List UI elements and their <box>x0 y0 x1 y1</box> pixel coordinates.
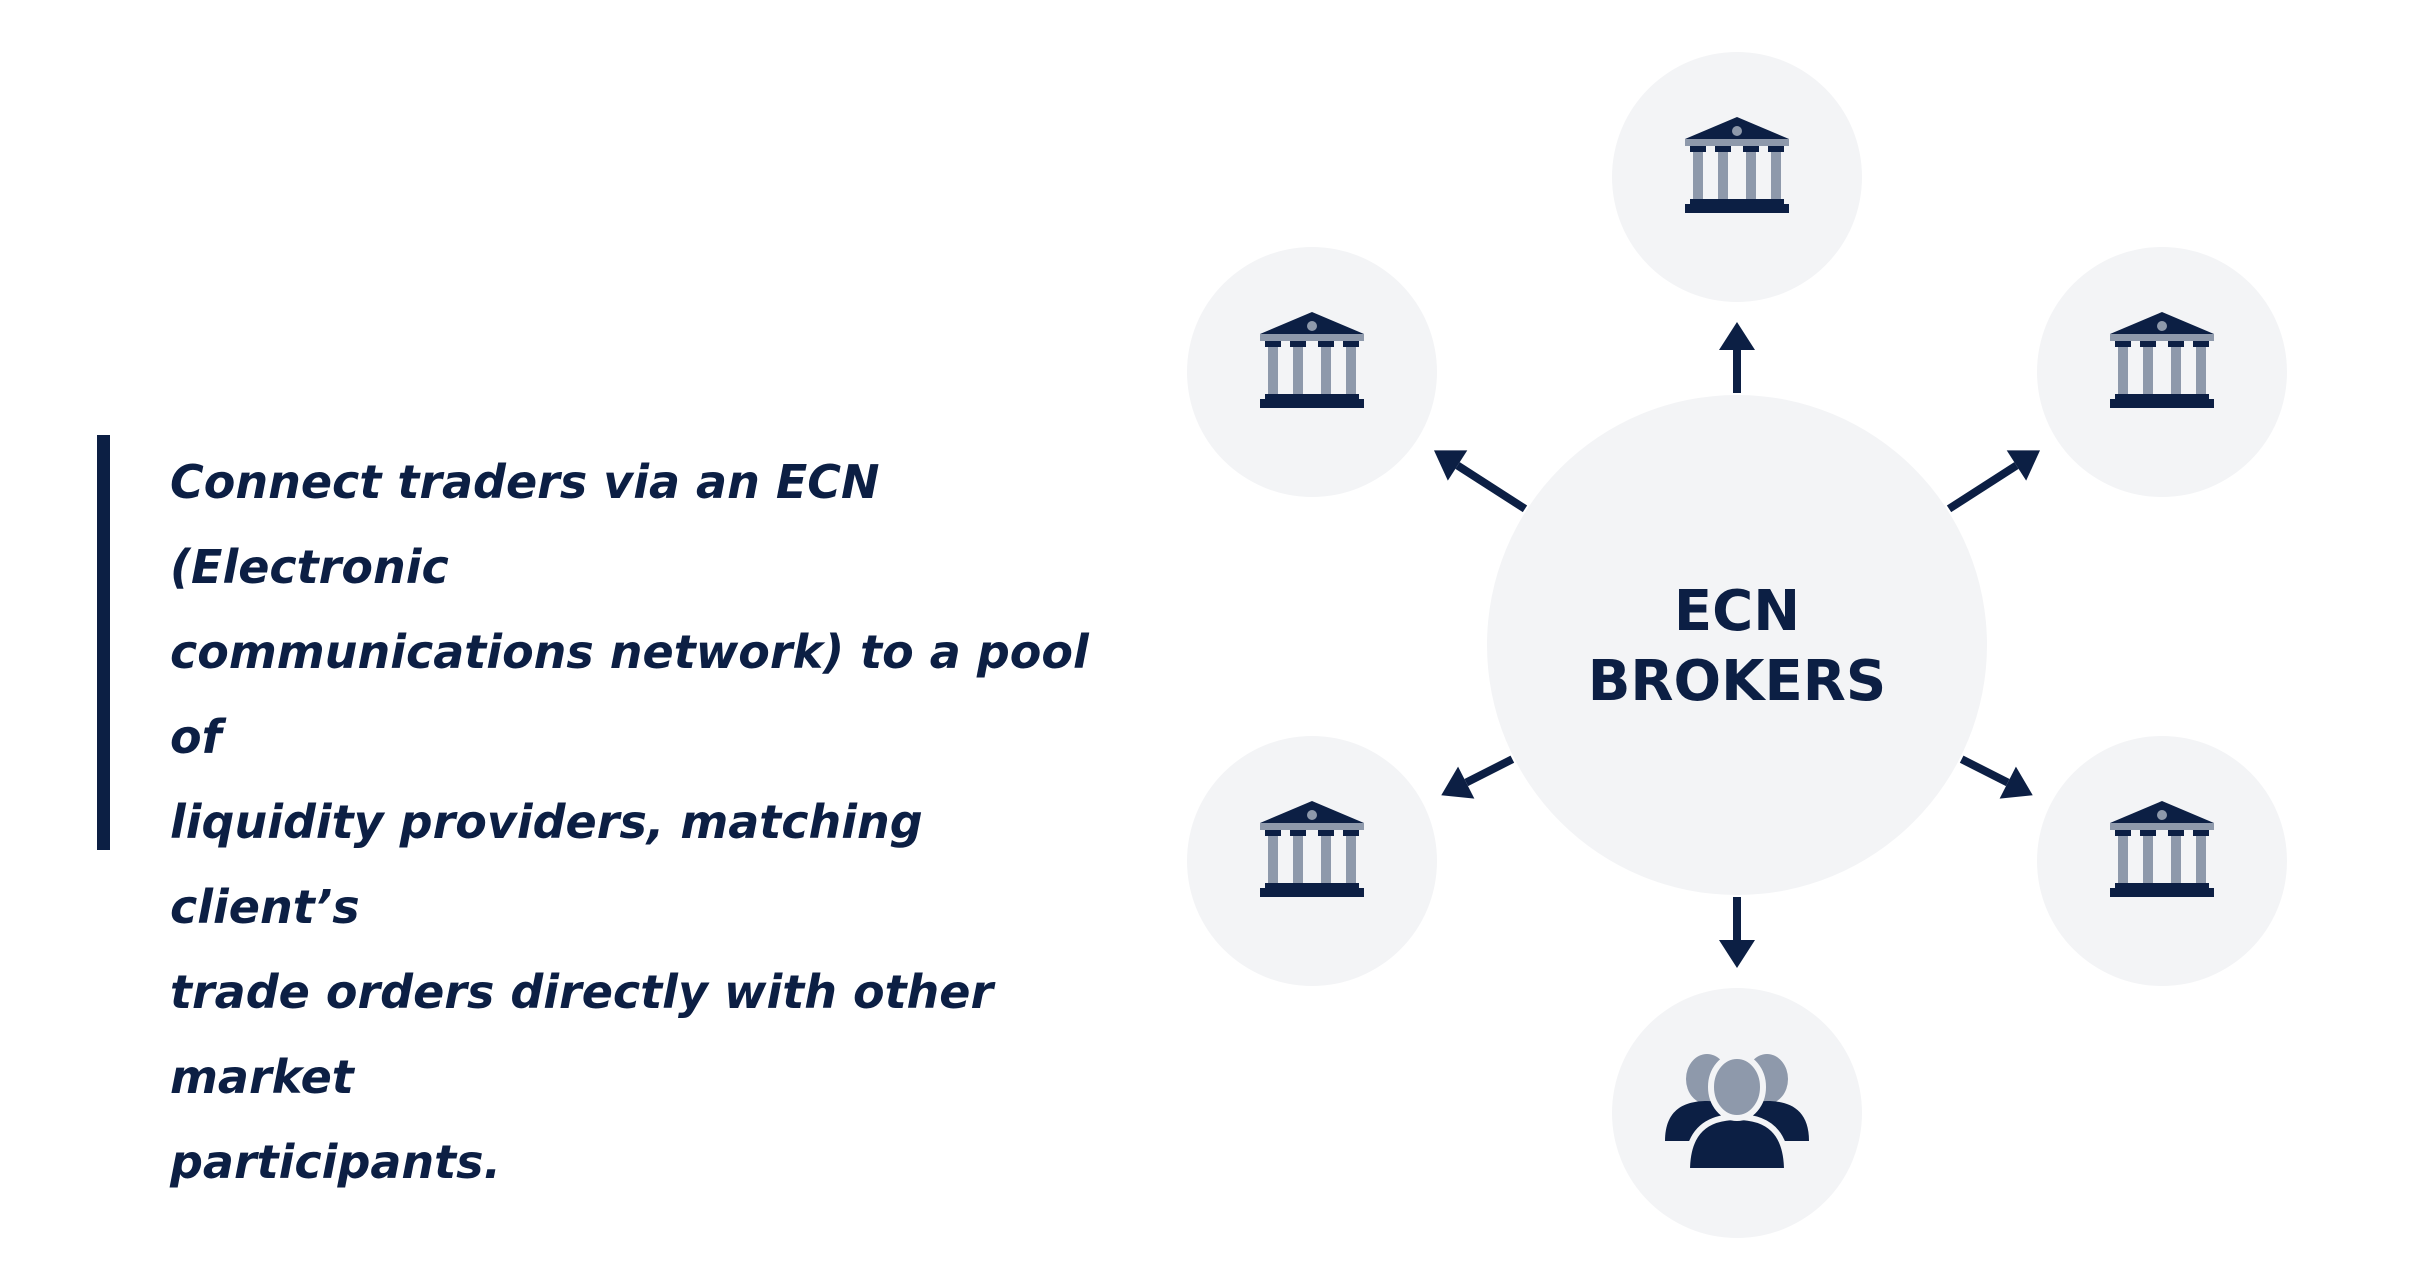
connector-line <box>1946 462 2019 513</box>
arrowhead <box>1433 450 1468 481</box>
node-circle <box>2037 247 2287 497</box>
hub-label-line-2: BROKERS <box>1588 649 1887 714</box>
node <box>2037 736 2287 986</box>
arrowhead <box>1719 322 1755 350</box>
node <box>2037 247 2287 497</box>
node <box>1187 247 1437 497</box>
node <box>1612 52 1862 302</box>
connector-group <box>1433 322 2041 968</box>
node-circle <box>1612 52 1862 302</box>
node <box>1612 988 1862 1238</box>
node-circle <box>1187 247 1437 497</box>
arrowhead <box>1999 766 2033 799</box>
node-circle <box>1187 736 1437 986</box>
hub: ECN BROKERS <box>1487 395 1987 895</box>
arrowhead <box>2006 450 2041 481</box>
description-text: Connect traders via an ECN (Electronic c… <box>170 440 1090 1205</box>
connector-line <box>1455 462 1528 513</box>
hub-circle <box>1487 395 1987 895</box>
description-line: liquidity providers, matching client’s <box>170 795 923 934</box>
node <box>1187 736 1437 986</box>
node-circle <box>2037 736 2287 986</box>
hub-label-line-1: ECN <box>1674 579 1800 644</box>
arrowhead <box>1441 766 1475 799</box>
connector-line <box>1464 755 1515 787</box>
description-line: participants. <box>170 1135 502 1189</box>
description-line: Connect traders via an ECN (Electronic <box>170 455 880 594</box>
quote-accent-bar <box>97 435 110 850</box>
connector-line <box>1959 755 2010 787</box>
arrowhead <box>1719 940 1755 968</box>
description-line: communications network) to a pool of <box>170 625 1089 764</box>
node-group <box>1187 52 2287 1238</box>
description-line: trade orders directly with other market <box>170 965 994 1104</box>
